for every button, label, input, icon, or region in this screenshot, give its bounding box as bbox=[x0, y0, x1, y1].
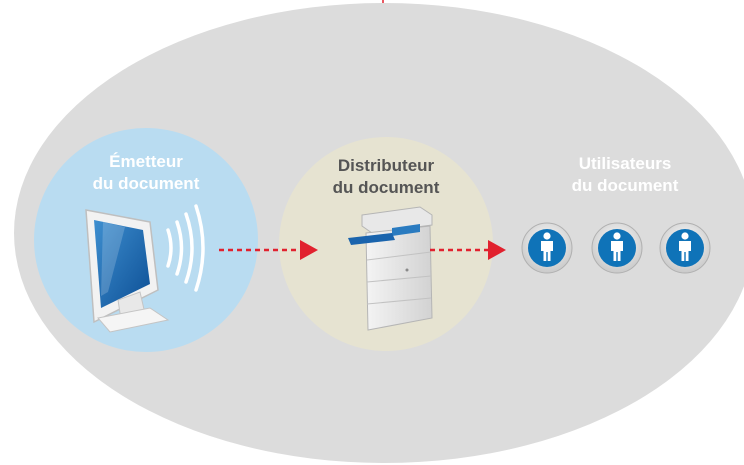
arrow-distributor-to-users bbox=[430, 240, 506, 260]
distributor-label: Distributeur du document bbox=[306, 155, 466, 199]
user-badge-2 bbox=[591, 222, 643, 274]
emitter-label-line2: du document bbox=[92, 174, 200, 193]
user-icon bbox=[541, 232, 553, 261]
distributor-label-line2: du document bbox=[332, 178, 440, 197]
users-label-line2: du document bbox=[571, 176, 679, 195]
arrow-emitter-to-distributor bbox=[219, 240, 318, 260]
user-badge-3 bbox=[659, 222, 711, 274]
emitter-label: Émetteur du document bbox=[66, 151, 226, 195]
user-badge-1 bbox=[521, 222, 573, 274]
users-label: Utilisateurs du document bbox=[545, 153, 705, 197]
user-icon bbox=[611, 232, 623, 261]
wireless-signal-icon bbox=[166, 204, 205, 292]
emitter-label-line1: Émetteur bbox=[109, 152, 183, 171]
users-label-line1: Utilisateurs bbox=[578, 154, 672, 173]
distributor-label-line1: Distributeur bbox=[337, 156, 435, 175]
monitor-icon bbox=[85, 209, 170, 333]
printer-icon bbox=[348, 206, 433, 331]
user-icon bbox=[679, 232, 691, 261]
